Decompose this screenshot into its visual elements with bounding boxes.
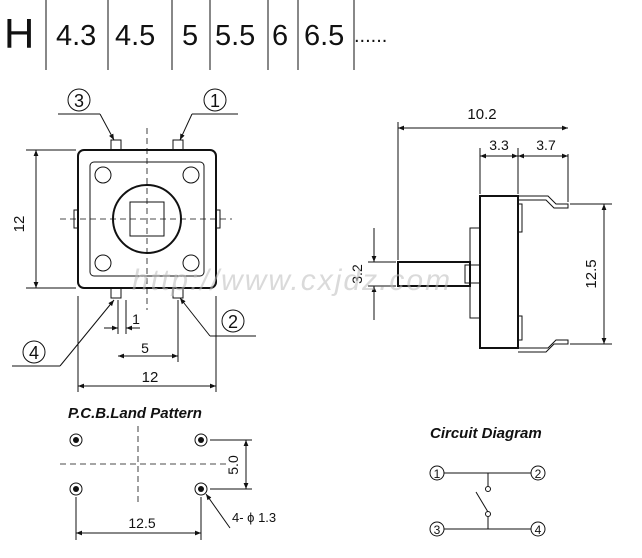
callout-3: 3 bbox=[74, 91, 84, 111]
top-dim-pitch-small: 1 bbox=[132, 311, 140, 327]
callout-1: 1 bbox=[210, 91, 220, 111]
circuit-node-4: 4 bbox=[535, 523, 542, 537]
circuit-node-1: 1 bbox=[434, 467, 441, 481]
circuit-title: Circuit Diagram bbox=[430, 425, 542, 442]
side-view: 10.2 3.3 3.7 3.2 12.5 bbox=[349, 106, 612, 353]
side-dim-stem: 3.2 bbox=[349, 264, 365, 284]
top-dim-pitch: 5 bbox=[141, 340, 149, 356]
callout-2: 2 bbox=[228, 312, 238, 332]
height-value-2: 4.5 bbox=[115, 20, 155, 52]
circuit-node-3: 3 bbox=[434, 523, 441, 537]
top-view: 3 1 2 4 12 1 5 12 bbox=[11, 88, 256, 392]
pcb-dim-horizontal: 12.5 bbox=[128, 515, 155, 531]
side-dim-total: 10.2 bbox=[467, 106, 496, 123]
height-ellipsis: ...... bbox=[354, 25, 387, 47]
side-dim-a: 3.3 bbox=[489, 137, 509, 153]
side-dim-b: 3.7 bbox=[536, 137, 556, 153]
height-table: H 4.3 4.5 5 5.5 6 6.5 ...... bbox=[4, 0, 387, 70]
height-label: H bbox=[4, 10, 34, 57]
watermark-text: http://www.cxjdz.com bbox=[132, 264, 452, 297]
height-value-6: 6.5 bbox=[304, 20, 344, 52]
side-dim-body: 12.5 bbox=[583, 259, 600, 288]
height-value-5: 6 bbox=[272, 20, 288, 52]
pcb-dim-vertical: 5.0 bbox=[225, 455, 241, 475]
height-value-4: 5.5 bbox=[215, 20, 255, 52]
circuit-diagram: Circuit Diagram 1 2 3 4 bbox=[429, 425, 546, 537]
circuit-node-2: 2 bbox=[535, 467, 542, 481]
height-value-1: 4.3 bbox=[56, 20, 96, 52]
top-dim-width: 12 bbox=[142, 369, 159, 386]
pcb-title: P.C.B.Land Pattern bbox=[68, 405, 202, 422]
pcb-holes-note: 4- ϕ 1.3 bbox=[232, 510, 276, 525]
top-dim-height: 12 bbox=[11, 216, 28, 233]
callout-4: 4 bbox=[29, 343, 39, 363]
height-value-3: 5 bbox=[182, 20, 198, 52]
pcb-land-pattern: P.C.B.Land Pattern 5.0 12.5 4- ϕ 1.3 bbox=[60, 405, 276, 540]
